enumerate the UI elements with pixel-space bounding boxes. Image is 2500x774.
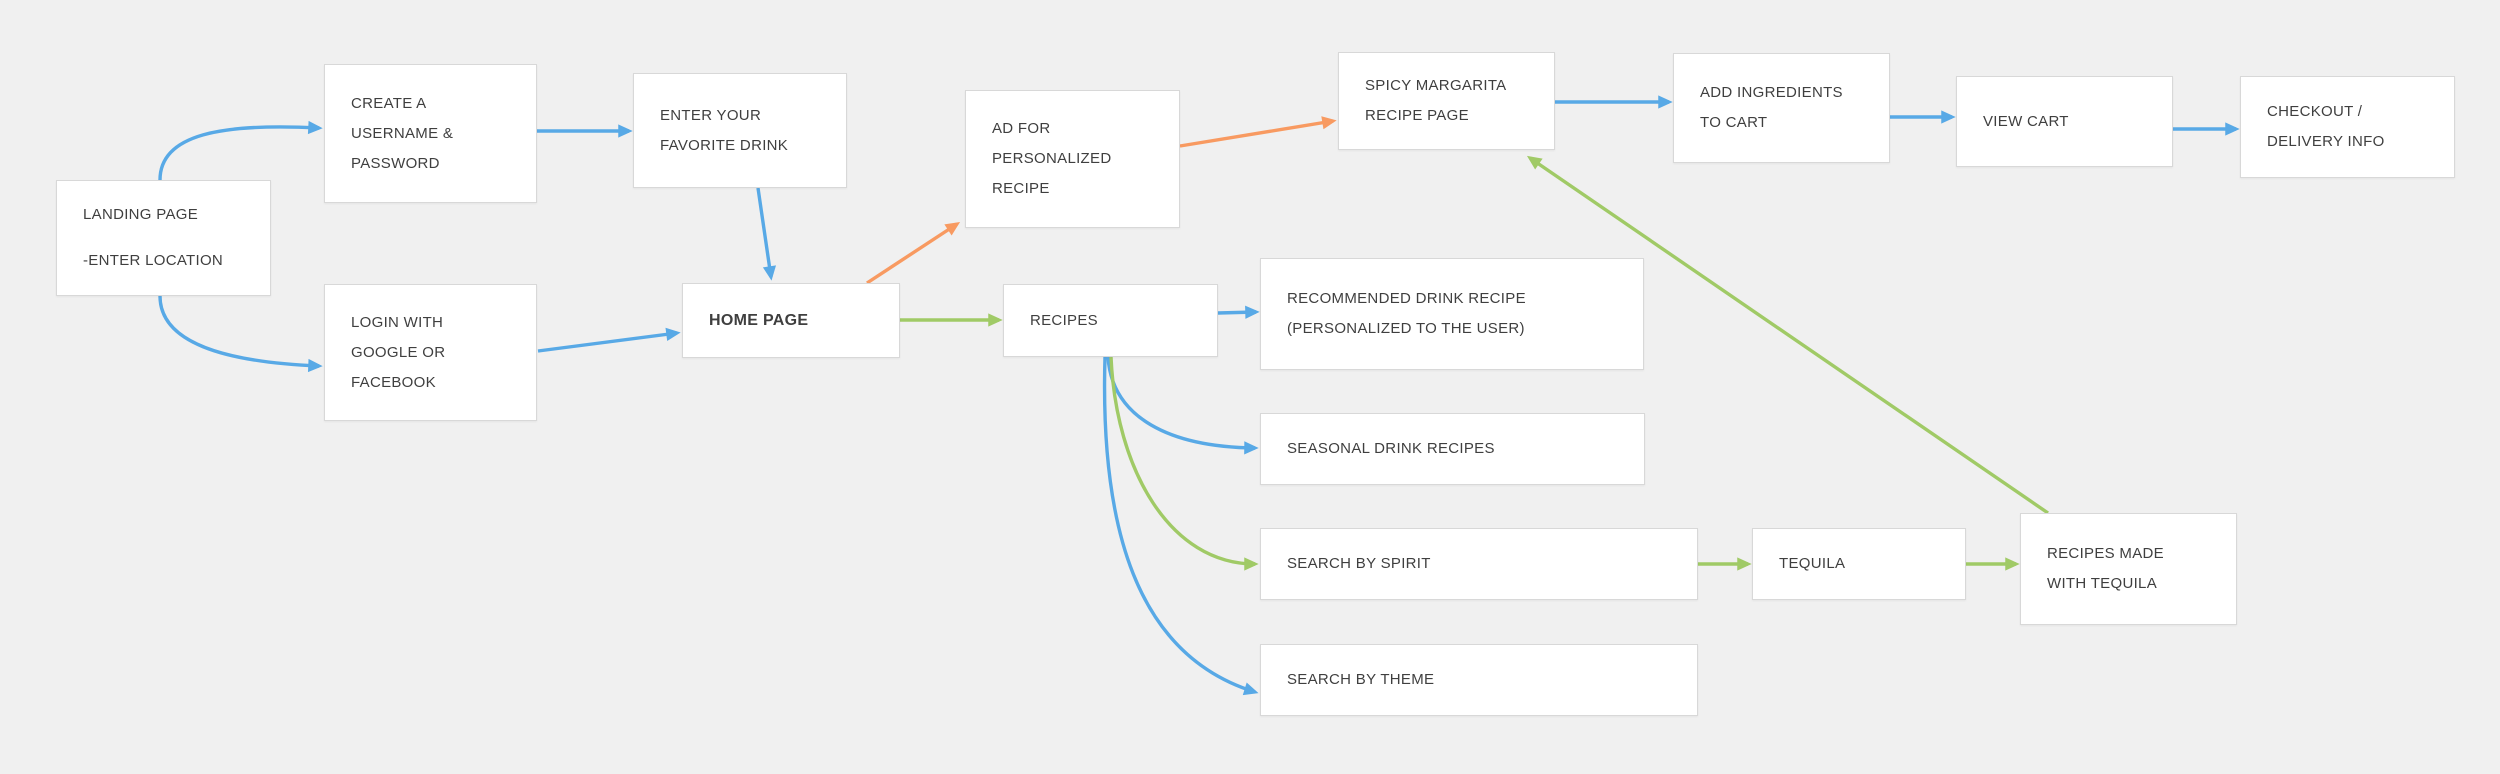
edge-recipes-to-seasonal[interactable]	[1106, 356, 1259, 455]
node-ad-personalized-recipe-label-line: AD FOR	[992, 120, 1051, 137]
node-view-cart[interactable]: VIEW CART	[1956, 76, 2173, 167]
edge-landing-to-login[interactable]	[158, 295, 323, 373]
node-add-ingredients-label-line: TO CART	[1700, 114, 1768, 131]
node-ad-personalized-recipe-label-line: RECIPE	[992, 180, 1050, 197]
edge-recipes-to-theme[interactable]	[1102, 356, 1259, 696]
node-ad-personalized-recipe-label-line: PERSONALIZED	[992, 150, 1112, 167]
edge-landing-to-create[interactable]	[158, 120, 323, 181]
node-recipes-label-line: RECIPES	[1030, 311, 1098, 329]
node-tequila[interactable]: TEQUILA	[1752, 528, 1966, 600]
edge-recipeswith-to-spicy[interactable]	[1526, 155, 2049, 515]
node-checkout-label-line: CHECKOUT /	[2267, 103, 2363, 120]
node-recipes-with-tequila[interactable]: RECIPES MADE WITH TEQUILA	[2020, 513, 2237, 625]
node-search-by-spirit[interactable]: SEARCH BY SPIRIT	[1260, 528, 1698, 600]
node-spicy-margarita[interactable]: SPICY MARGARITA RECIPE PAGE	[1338, 52, 1555, 150]
edge-recipes-to-spirit[interactable]	[1109, 356, 1259, 571]
node-create-account-label-line: CREATE A	[351, 94, 427, 112]
node-landing[interactable]: LANDING PAGE -ENTER LOCATION	[56, 180, 271, 296]
node-enter-favorite-drink-label-line: FAVORITE DRINK	[660, 136, 789, 154]
node-create-account[interactable]: CREATE A USERNAME & PASSWORD	[324, 64, 537, 203]
node-home-page-label-line: HOME PAGE	[709, 311, 809, 329]
node-login-label-line: LOGIN WITH	[351, 313, 444, 331]
node-login-label-line: GOOGLE OR	[351, 343, 446, 361]
node-spicy-margarita-label-line: SPICY MARGARITA	[1365, 77, 1507, 94]
edge-enter-to-home[interactable]	[756, 187, 777, 281]
node-home-page[interactable]: HOME PAGE	[682, 283, 900, 358]
node-add-ingredients[interactable]: ADD INGREDIENTS TO CART	[1673, 53, 1890, 163]
node-enter-favorite-drink-label-line: ENTER YOUR	[660, 106, 762, 124]
node-recipes-with-tequila-label-line: RECIPES MADE	[2047, 545, 2164, 562]
node-create-account-label-line: USERNAME &	[351, 124, 454, 142]
node-recipes-with-tequila-label-line: WITH TEQUILA	[2047, 575, 2157, 592]
node-recommended-recipe[interactable]: RECOMMENDED DRINK RECIPE (PERSONALIZED TO…	[1260, 258, 1644, 370]
edge-login-to-home[interactable]	[537, 327, 681, 353]
node-seasonal-recipes[interactable]: SEASONAL DRINK RECIPES	[1260, 413, 1645, 485]
edge-ad-to-spicy[interactable]	[1179, 116, 1337, 148]
node-search-by-spirit-label-line: SEARCH BY SPIRIT	[1287, 555, 1431, 572]
node-recommended-recipe-label-line: (PERSONALIZED TO THE USER)	[1287, 320, 1525, 337]
node-recommended-recipe-label-line: RECOMMENDED DRINK RECIPE	[1287, 290, 1526, 307]
node-recipes[interactable]: RECIPES	[1003, 284, 1218, 357]
node-search-by-theme[interactable]: SEARCH BY THEME	[1260, 644, 1698, 716]
node-create-account-label-line: PASSWORD	[351, 154, 440, 172]
node-login[interactable]: LOGIN WITH GOOGLE OR FACEBOOK	[324, 284, 537, 421]
edge-recipes-to-recommended[interactable]	[1217, 305, 1260, 319]
node-ad-personalized-recipe[interactable]: AD FOR PERSONALIZED RECIPE	[965, 90, 1180, 228]
node-login-label-line: FACEBOOK	[351, 373, 436, 391]
node-seasonal-recipes-label-line: SEASONAL DRINK RECIPES	[1287, 440, 1495, 457]
node-search-by-theme-label-line: SEARCH BY THEME	[1287, 671, 1435, 688]
node-landing-label-line: -ENTER LOCATION	[83, 252, 224, 269]
node-checkout-label-line: DELIVERY INFO	[2267, 133, 2385, 150]
edge-home-to-ad[interactable]	[866, 221, 961, 285]
node-enter-favorite-drink[interactable]: ENTER YOUR FAVORITE DRINK	[633, 73, 847, 188]
node-view-cart-label-line: VIEW CART	[1983, 112, 2069, 130]
node-spicy-margarita-label-line: RECIPE PAGE	[1365, 107, 1469, 124]
node-landing-label-line: LANDING PAGE	[83, 206, 199, 223]
node-add-ingredients-label-line: ADD INGREDIENTS	[1700, 84, 1843, 101]
node-checkout[interactable]: CHECKOUT / DELIVERY INFO	[2240, 76, 2455, 178]
node-tequila-label-line: TEQUILA	[1779, 555, 1846, 572]
